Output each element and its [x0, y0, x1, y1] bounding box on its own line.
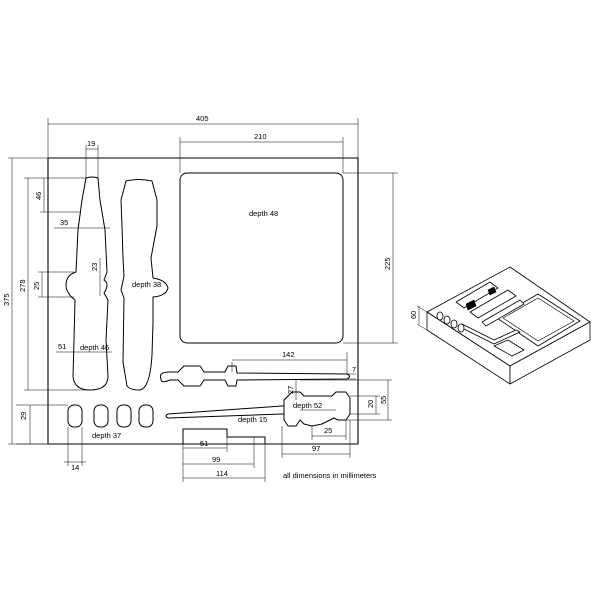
dim-46: 46 [34, 192, 43, 200]
dim-60: 60 [409, 311, 418, 319]
dim-7: 7 [352, 365, 356, 374]
dim-114: 114 [216, 469, 228, 478]
dim-210: 210 [254, 132, 267, 141]
iso-right-face [509, 321, 591, 385]
tray-depth-label: depth 48 [249, 209, 278, 218]
dim-29: 29 [19, 412, 28, 420]
iso-plier [493, 339, 525, 357]
dim-278: 278 [18, 279, 27, 292]
iso-round-2 [443, 315, 451, 325]
plier-pocket [283, 391, 351, 427]
handle-depth-label: depth 46 [80, 343, 109, 352]
dim-51-bottom: 51 [200, 439, 208, 448]
dim-23: 23 [90, 263, 99, 271]
dim-375: 375 [2, 293, 11, 306]
dim-27: 27 [286, 386, 295, 394]
units-note: all dimensions in millimeters [283, 471, 377, 480]
slot-1 [67, 404, 83, 428]
left-tool-pocket [65, 176, 109, 391]
screwdriver-pocket [120, 179, 169, 391]
dim-35: 35 [60, 218, 68, 227]
slot-2 [93, 404, 109, 428]
tray-pocket [179, 172, 344, 344]
isometric-view: 60 [409, 266, 591, 385]
dim-99: 99 [212, 455, 220, 464]
dim-55: 55 [379, 396, 388, 404]
dim-19: 19 [87, 139, 95, 148]
dimensions: 405 210 19 375 278 46 35 25 [2, 114, 398, 482]
probe-depth-label: depth 15 [238, 415, 267, 424]
upper-long-tool-pocket [159, 365, 350, 387]
iso-slot-c [481, 299, 525, 327]
dim-97: 97 [312, 444, 320, 453]
dim-51-left: 51 [58, 342, 66, 351]
iso-slot-a [455, 281, 499, 309]
dim-20: 20 [366, 400, 375, 408]
dim-25-plier: 25 [324, 426, 332, 435]
iso-slot-b [469, 289, 517, 319]
slot-3 [116, 404, 132, 428]
dim-25-left: 25 [32, 282, 41, 290]
plier-depth-label: depth 52 [293, 401, 322, 410]
iso-round-3 [450, 319, 458, 329]
dim-405: 405 [196, 114, 209, 123]
slot-4 [138, 404, 154, 428]
plan-view: depth 48 depth 46 depth 38 depth 37 dept… [47, 157, 359, 445]
screwdriver-depth-label: depth 38 [132, 280, 161, 289]
dim-14: 14 [71, 463, 79, 472]
dim-142: 142 [282, 350, 295, 359]
dim-225: 225 [383, 257, 392, 270]
iso-round-1 [436, 311, 444, 321]
slots-depth-label: depth 37 [92, 431, 121, 440]
iso-cutout [465, 299, 477, 311]
iso-round-4 [457, 323, 465, 333]
